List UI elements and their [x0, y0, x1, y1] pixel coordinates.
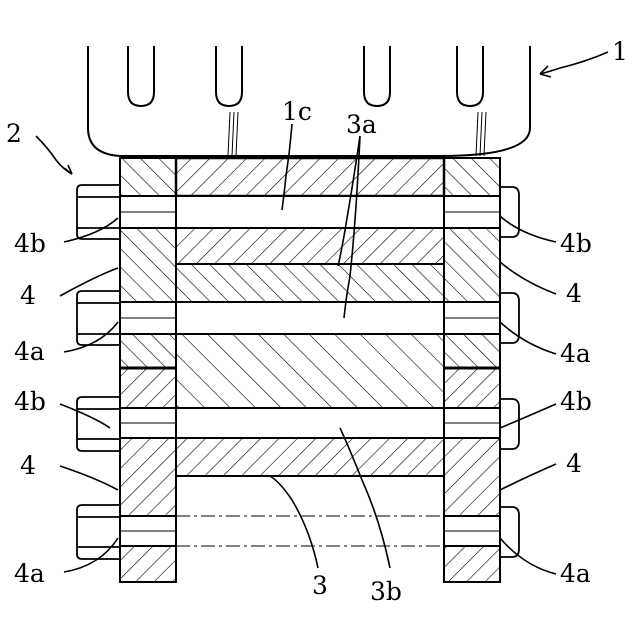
label-bolt-set-left-1: 4: [20, 281, 36, 310]
label-bolt-head-right-1: 4a: [560, 339, 591, 368]
label-bolt-head-left-2: 4a: [14, 559, 45, 588]
left-flange: [120, 158, 176, 582]
label-shaft: 3: [312, 571, 328, 600]
label-bolt-hole-left-1: 4b: [14, 229, 46, 258]
right-flange: [444, 158, 500, 582]
left-bolt-heads: [77, 185, 120, 559]
label-clamp-assembly: 2: [6, 119, 22, 148]
label-bolt-hole-left-2: 4b: [14, 387, 46, 416]
label-bolt-set-right-2: 4: [566, 449, 582, 478]
label-bolt-head-left-1: 4a: [14, 337, 45, 366]
label-shaft-upper: 3a: [346, 110, 377, 139]
label-shaft-lower: 3b: [370, 577, 402, 606]
label-bolt-head-right-2: 4a: [560, 559, 591, 588]
label-bolt-hole-right-1: 4b: [560, 229, 592, 258]
label-housing-face: 1c: [282, 97, 312, 126]
label-bolt-hole-right-2: 4b: [560, 387, 592, 416]
right-bolt-ends: [500, 187, 519, 557]
center-stack: [176, 158, 444, 546]
label-bolt-set-right-1: 4: [566, 279, 582, 308]
label-housing: 1: [612, 37, 628, 66]
label-bolt-set-left-2: 4: [20, 451, 36, 480]
